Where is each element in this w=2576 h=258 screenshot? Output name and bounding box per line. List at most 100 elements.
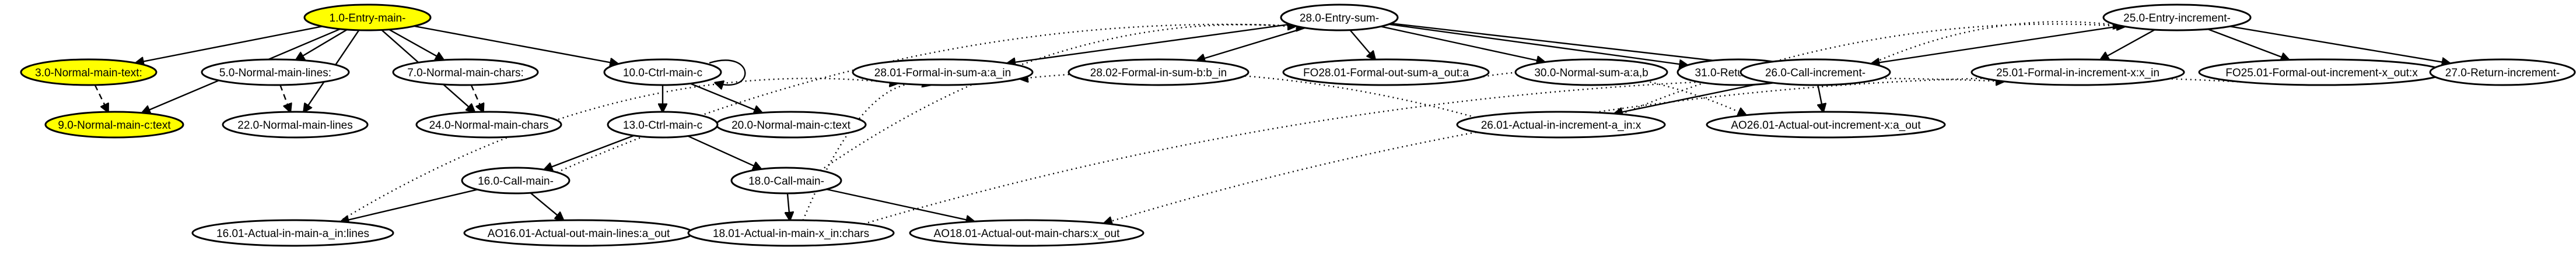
- edge-n16-to-n28: [556, 24, 1296, 174]
- node-ellipse: [852, 58, 1034, 86]
- node-nAO1601: AO16.01-Actual-out-main-lines:a_out: [463, 219, 694, 247]
- edge-n3-to-n9: [94, 84, 108, 112]
- node-n2501: 25.01-Formal-in-increment-x:x_in: [1971, 58, 2185, 86]
- node-n9: 9.0-Normal-main-c:text: [44, 111, 184, 139]
- edge-n25-to-n27: [2230, 26, 2450, 63]
- node-n18: 18.0-Call-main-: [730, 167, 842, 195]
- node-nFO2501: FO25.01-Formal-out-increment-x_out:x: [2198, 58, 2445, 86]
- edge-n28-to-n30: [1380, 26, 1545, 62]
- node-n22: 22.0-Normal-main-lines: [222, 111, 369, 139]
- node-label: FO28.01-Formal-out-sum-a_out:a: [1303, 67, 1469, 79]
- node-label: 18.0-Call-main-: [748, 175, 824, 188]
- node-n16: 16.0-Call-main-: [461, 167, 570, 195]
- node-label: AO26.01-Actual-out-increment-x:a_out: [1731, 119, 1921, 132]
- node-ellipse: [1280, 3, 1399, 31]
- node-label: 10.0-Ctrl-main-c: [623, 67, 702, 79]
- node-ellipse: [1740, 58, 1891, 86]
- edge-n28-to-n31: [1388, 23, 1688, 65]
- edge-n1-to-n7: [388, 29, 444, 60]
- edge-nFO2501-to-nAO1801: [1104, 76, 2243, 224]
- edge-n2601-to-n25: [1620, 24, 2125, 115]
- edge-n16-to-nAO1601: [530, 192, 563, 220]
- node-label: 5.0-Normal-main-lines:: [219, 67, 331, 79]
- node-layer: 1.0-Entry-main- 3.0-Normal-main-text: 9.0-…: [20, 3, 2576, 247]
- node-n3: 3.0-Normal-main-text:: [20, 58, 158, 86]
- node-nAO1801: AO18.01-Actual-out-main-chars:x_out: [909, 219, 1144, 247]
- edge-n28-to-n2801: [1007, 23, 1290, 63]
- edge-n25-to-n26: [1871, 25, 2122, 63]
- node-n1: 1.0-Entry-main-: [303, 3, 432, 31]
- node-ellipse: [607, 111, 719, 139]
- node-label: 25.01-Formal-in-increment-x:x_in: [1996, 67, 2160, 79]
- node-n2601: 26.01-Actual-in-increment-a_in:x: [1456, 111, 1666, 139]
- node-ellipse: [2429, 58, 2576, 86]
- node-n7: 7.0-Normal-main-chars:: [392, 58, 539, 86]
- node-ellipse: [603, 58, 722, 86]
- edge-n7-to-n24: [470, 84, 484, 112]
- edge-n26-to-nAO2601: [1818, 84, 1823, 112]
- node-ellipse: [1282, 58, 1490, 86]
- edge-n28-to-n26: [1391, 23, 1754, 65]
- node-ellipse: [1068, 58, 1250, 86]
- edge-n25-to-nFO2501: [2207, 28, 2289, 60]
- node-n5: 5.0-Normal-main-lines:: [201, 58, 350, 86]
- node-ellipse: [415, 111, 562, 139]
- node-label: AO18.01-Actual-out-main-chars:x_out: [934, 228, 1121, 240]
- node-ellipse: [392, 58, 539, 86]
- edge-n10-to-n20: [690, 83, 762, 112]
- node-nFO2801: FO28.01-Formal-out-sum-a_out:a: [1282, 58, 1490, 86]
- node-label: 28.01-Formal-in-sum-a:a_in: [874, 67, 1011, 79]
- node-label: 20.0-Normal-main-c:text: [732, 119, 850, 132]
- edge-n1-to-n10: [414, 25, 618, 64]
- node-n25: 25.0-Entry-increment-: [2102, 3, 2252, 31]
- node-n13: 13.0-Ctrl-main-c: [607, 111, 719, 139]
- node-label: 16.0-Call-main-: [478, 175, 554, 188]
- node-ellipse: [20, 58, 158, 86]
- node-label: AO16.01-Actual-out-main-lines:a_out: [488, 228, 670, 240]
- node-n27: 27.0-Return-increment-: [2429, 58, 2576, 86]
- edge-n28-to-n2802: [1197, 27, 1306, 61]
- edge-layer: [94, 22, 2450, 225]
- node-ellipse: [1706, 111, 1946, 139]
- node-label: 26.0-Call-increment-: [1765, 67, 1866, 79]
- edge-n1801-to-n2501: [863, 78, 2004, 225]
- node-ellipse: [303, 3, 432, 31]
- node-n26: 26.0-Call-increment-: [1740, 58, 1891, 86]
- node-label: 7.0-Normal-main-chars:: [407, 67, 524, 79]
- node-label: 26.01-Actual-in-increment-a_in:x: [1481, 119, 1642, 132]
- node-label: 18.01-Actual-in-main-x_in:chars: [713, 228, 869, 240]
- edge-n18-to-n1801: [788, 193, 790, 220]
- edge-n13-to-n16: [544, 135, 635, 170]
- node-label: 3.0-Normal-main-text:: [35, 67, 142, 79]
- node-label: 24.0-Normal-main-chars: [429, 119, 549, 132]
- node-ellipse: [2102, 3, 2252, 31]
- edge-n26-to-n25: [1871, 22, 2122, 65]
- node-ellipse: [1971, 58, 2185, 86]
- edge-n13-to-n18: [687, 135, 761, 169]
- node-ellipse: [1456, 111, 1666, 139]
- edge-n16-to-n1601: [341, 189, 478, 221]
- node-n24: 24.0-Normal-main-chars: [415, 111, 562, 139]
- node-label: 1.0-Entry-main-: [330, 12, 406, 24]
- node-ellipse: [191, 219, 394, 247]
- edge-n26-to-n2601: [1614, 81, 1768, 114]
- edge-n1-to-n5: [296, 29, 348, 60]
- node-label: 22.0-Normal-main-lines: [237, 119, 352, 132]
- node-label: 16.01-Actual-in-main-a_in:lines: [216, 228, 369, 240]
- edge-n10-self-loop: [709, 59, 746, 84]
- node-label: 28.02-Formal-in-sum-b:b_in: [1090, 67, 1227, 79]
- node-ellipse: [909, 219, 1144, 247]
- node-n1601: 16.01-Actual-in-main-a_in:lines: [191, 219, 394, 247]
- node-ellipse: [687, 219, 895, 247]
- node-ellipse: [461, 167, 570, 195]
- node-nAO2601: AO26.01-Actual-out-increment-x:a_out: [1706, 111, 1946, 139]
- edge-n28-to-nFO2801: [1349, 29, 1375, 59]
- edge-n18-to-nAO1801: [826, 188, 974, 221]
- node-n10: 10.0-Ctrl-main-c: [603, 58, 722, 86]
- edge-n18-to-n28: [820, 24, 1304, 171]
- node-label: 13.0-Ctrl-main-c: [623, 119, 702, 132]
- node-label: 27.0-Return-increment-: [2445, 67, 2560, 79]
- node-ellipse: [44, 111, 184, 139]
- node-n2802: 28.02-Formal-in-sum-b:b_in: [1068, 58, 1250, 86]
